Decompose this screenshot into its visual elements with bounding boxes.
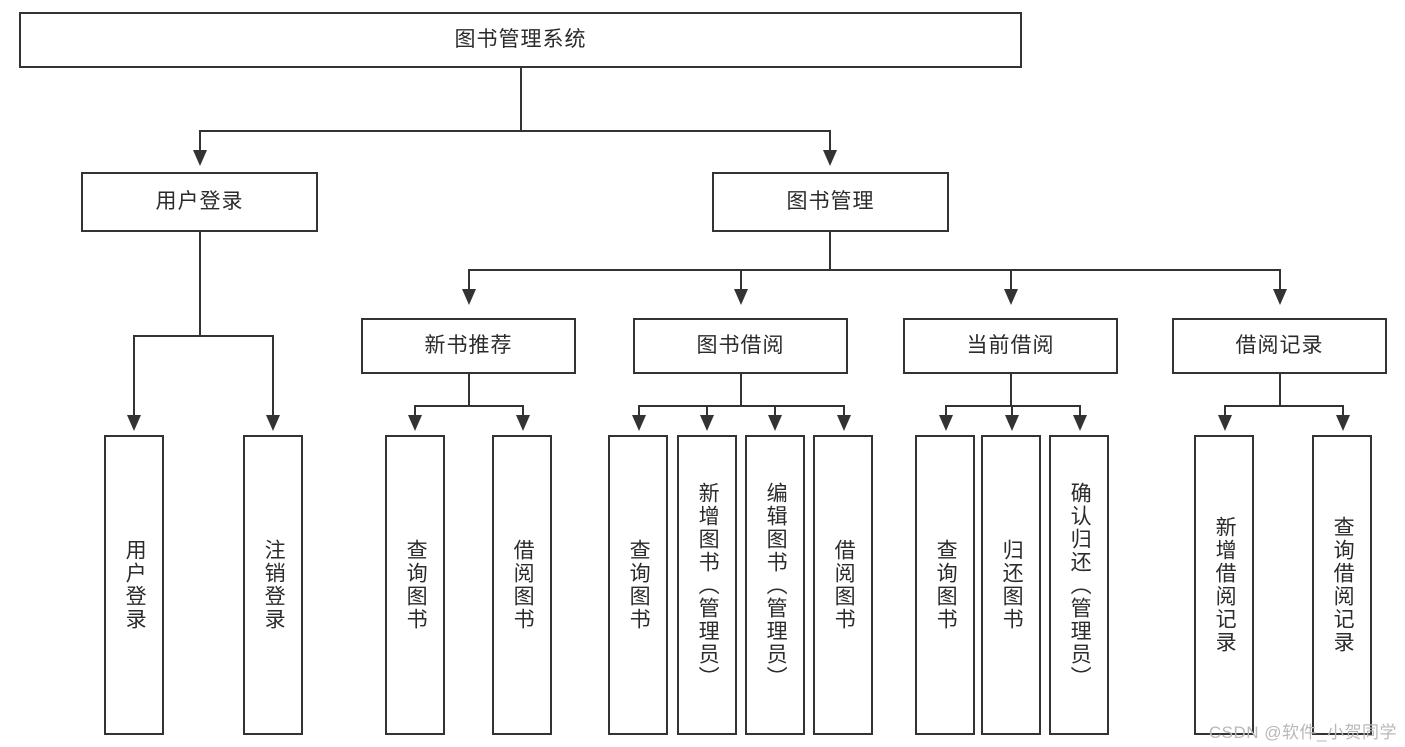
arrowhead-leaf-add-book xyxy=(700,415,714,431)
connector-book-manage-child-1 xyxy=(468,269,470,291)
leaf-add-record[interactable]: 新增借阅记录 xyxy=(1194,435,1254,735)
node-label: 归还图书 xyxy=(1000,539,1024,631)
node-label: 用户登录 xyxy=(155,190,244,214)
node-current-borrow[interactable]: 当前借阅 xyxy=(903,318,1118,374)
node-label: 图书管理系统 xyxy=(454,28,587,52)
leaf-return-book[interactable]: 归还图书 xyxy=(981,435,1041,735)
leaf-user-logout[interactable]: 注销登录 xyxy=(243,435,303,735)
node-label: 查询借阅记录 xyxy=(1331,516,1355,654)
watermark-csdn: CSDN @软件_小贺同学 xyxy=(1208,723,1397,742)
connector-cb-child-3 xyxy=(1079,405,1081,417)
arrowhead-leaf-borrow-book-2 xyxy=(837,415,851,431)
node-label: 查询图书 xyxy=(404,539,428,631)
connector-new-book-recommend-bar xyxy=(414,405,522,407)
connector-root-to-user-login xyxy=(199,130,201,152)
connector-current-borrow-stem xyxy=(1010,374,1012,406)
connector-book-manage-stem xyxy=(829,232,831,270)
connector-new-book-recommend-stem xyxy=(468,374,470,406)
arrowhead-leaf-user-logout xyxy=(266,415,280,431)
arrowhead-leaf-edit-book xyxy=(768,415,782,431)
arrowhead-current-borrow xyxy=(1004,289,1018,305)
node-label: 借阅记录 xyxy=(1235,334,1324,358)
connector-bb-child-1 xyxy=(638,405,640,417)
arrowhead-leaf-return-book xyxy=(1005,415,1019,431)
arrowhead-book-borrow xyxy=(734,289,748,305)
connector-cb-child-1 xyxy=(945,405,947,417)
node-label: 查询图书 xyxy=(934,539,958,631)
connector-br-child-1 xyxy=(1224,405,1226,417)
connector-cb-child-2 xyxy=(1011,405,1013,417)
node-label: 注销登录 xyxy=(262,539,286,631)
node-book-borrow[interactable]: 图书借阅 xyxy=(633,318,848,374)
connector-bb-child-3 xyxy=(774,405,776,417)
leaf-borrow-book-2[interactable]: 借阅图书 xyxy=(813,435,873,735)
connector-root-bar xyxy=(199,130,831,132)
connector-nbr-child-2 xyxy=(522,405,524,417)
arrowhead-leaf-borrow-book-1 xyxy=(516,415,530,431)
connector-book-borrow-bar xyxy=(638,405,843,407)
leaf-query-book-3[interactable]: 查询图书 xyxy=(915,435,975,735)
arrowhead-leaf-confirm-return xyxy=(1073,415,1087,431)
node-label: 借阅图书 xyxy=(832,539,856,631)
arrowhead-leaf-add-record xyxy=(1218,415,1232,431)
leaf-query-record[interactable]: 查询借阅记录 xyxy=(1312,435,1372,735)
node-label: 确认归还（管理员） xyxy=(1068,481,1092,689)
arrowhead-leaf-user-login xyxy=(127,415,141,431)
leaf-confirm-return[interactable]: 确认归还（管理员） xyxy=(1049,435,1109,735)
node-label: 借阅图书 xyxy=(511,539,535,631)
connector-root-to-book-manage xyxy=(829,130,831,152)
arrowhead-to-user-login xyxy=(193,150,207,166)
connector-book-manage-bar xyxy=(468,269,1280,271)
arrowhead-borrow-record xyxy=(1273,289,1287,305)
connector-book-manage-child-2 xyxy=(740,269,742,291)
node-label: 编辑图书（管理员） xyxy=(764,481,788,689)
node-label: 当前借阅 xyxy=(966,334,1055,358)
leaf-add-book[interactable]: 新增图书（管理员） xyxy=(677,435,737,735)
arrowhead-leaf-query-record xyxy=(1336,415,1350,431)
connector-borrow-record-bar xyxy=(1224,405,1342,407)
node-label: 用户登录 xyxy=(123,539,147,631)
node-label: 图书管理 xyxy=(786,190,875,214)
node-root-book-management-system[interactable]: 图书管理系统 xyxy=(19,12,1022,68)
connector-user-login-child-1 xyxy=(133,335,135,417)
connector-book-borrow-stem xyxy=(740,374,742,406)
node-borrow-record[interactable]: 借阅记录 xyxy=(1172,318,1387,374)
leaf-query-book-1[interactable]: 查询图书 xyxy=(385,435,445,735)
connector-user-login-stem xyxy=(199,232,201,336)
leaf-query-book-2[interactable]: 查询图书 xyxy=(608,435,668,735)
arrowhead-new-book-recommend xyxy=(462,289,476,305)
connector-nbr-child-1 xyxy=(414,405,416,417)
arrowhead-to-book-manage xyxy=(823,150,837,166)
connector-book-manage-child-3 xyxy=(1010,269,1012,291)
arrowhead-leaf-query-book-1 xyxy=(408,415,422,431)
node-user-login[interactable]: 用户登录 xyxy=(81,172,318,232)
node-label: 查询图书 xyxy=(627,539,651,631)
node-label: 新增图书（管理员） xyxy=(696,481,720,689)
connector-bb-child-4 xyxy=(843,405,845,417)
node-label: 新增借阅记录 xyxy=(1213,516,1237,654)
connector-bb-child-2 xyxy=(706,405,708,417)
leaf-user-login[interactable]: 用户登录 xyxy=(104,435,164,735)
connector-borrow-record-stem xyxy=(1279,374,1281,406)
node-new-book-recommend[interactable]: 新书推荐 xyxy=(361,318,576,374)
node-book-management[interactable]: 图书管理 xyxy=(712,172,949,232)
connector-br-child-2 xyxy=(1342,405,1344,417)
node-label: 图书借阅 xyxy=(696,334,785,358)
connector-book-manage-child-4 xyxy=(1279,269,1281,291)
connector-user-login-child-2 xyxy=(272,335,274,417)
leaf-edit-book[interactable]: 编辑图书（管理员） xyxy=(745,435,805,735)
node-label: 新书推荐 xyxy=(424,334,513,358)
connector-root-stem xyxy=(520,68,522,131)
arrowhead-leaf-query-book-3 xyxy=(939,415,953,431)
leaf-borrow-book-1[interactable]: 借阅图书 xyxy=(492,435,552,735)
arrowhead-leaf-query-book-2 xyxy=(632,415,646,431)
connector-user-login-bar xyxy=(133,335,272,337)
